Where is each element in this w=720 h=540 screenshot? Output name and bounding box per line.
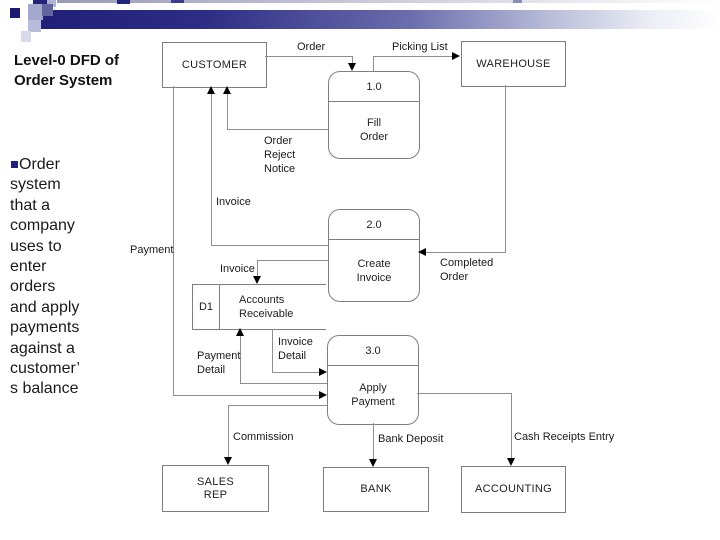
process-create-invoice: 2.0 Create Invoice (328, 209, 420, 302)
arrowhead-up-icon (223, 86, 231, 94)
process-apply-payment: 3.0 Apply Payment (327, 335, 419, 425)
arrowhead-down-icon (224, 457, 232, 465)
flow-line-commission (228, 405, 327, 406)
flow-line-cash-receipts (511, 393, 512, 459)
flow-label-invoice-store: Invoice (220, 263, 255, 275)
flow-line-payment (173, 86, 174, 396)
flow-label-commission: Commission (233, 431, 294, 443)
datastore-id: D1 (193, 285, 220, 329)
arrowhead-left-icon (418, 248, 426, 256)
datastore-name: Accounts Receivable (239, 294, 294, 320)
process-name: Apply Payment (351, 382, 395, 408)
flow-label-order: Order (297, 41, 326, 53)
flow-line-picking-list (373, 56, 374, 71)
entity-customer: CUSTOMER (162, 42, 267, 88)
flow-label-invoice-detail: Invoice Detail (278, 336, 313, 362)
flow-line-order-reject (227, 93, 228, 130)
flow-line-invoice-detail (272, 372, 320, 373)
flow-line-commission (228, 405, 229, 458)
flow-line-invoice-customer (211, 245, 328, 246)
flow-line-completed-order (425, 252, 506, 253)
entity-sales-rep: SALES REP (162, 465, 269, 512)
arrowhead-right-icon (319, 391, 327, 399)
flow-label-payment-detail: Payment Detail (197, 350, 241, 376)
arrowhead-right-icon (319, 368, 327, 376)
flow-line-order (265, 56, 352, 57)
arrowhead-up-icon (207, 86, 215, 94)
flow-line-invoice-customer (211, 93, 212, 246)
process-number: 3.0 (328, 336, 418, 366)
process-name: Fill Order (359, 117, 389, 143)
bullet-text: Order system that a company uses to ente… (10, 156, 80, 398)
slide-title: Level-0 DFD of Order System (14, 52, 120, 89)
flow-line-payment-detail (240, 383, 327, 384)
deco-square (28, 4, 43, 20)
arrowhead-down-icon (253, 276, 261, 284)
arrowhead-down-icon (507, 458, 515, 466)
flow-line-picking-list (373, 56, 453, 57)
deco-square (10, 8, 20, 18)
flow-line-order-reject (227, 129, 328, 130)
header-top-strip (57, 0, 720, 3)
process-number: 1.0 (329, 72, 419, 102)
datastore-accounts-receivable: D1 Accounts Receivable (192, 284, 326, 330)
flow-line-invoice-store (257, 260, 328, 261)
deco-square (42, 4, 53, 16)
deco-square (21, 31, 31, 42)
flow-label-picking-list: Picking List (392, 41, 448, 53)
flow-line-cash-receipts (417, 393, 512, 394)
flow-label-completed-order: Completed Order (440, 257, 494, 283)
process-fill-order: 1.0 Fill Order (328, 71, 420, 159)
header-gradient-bar (33, 10, 720, 29)
arrowhead-right-icon (452, 52, 460, 60)
deco-square (28, 20, 41, 32)
process-number: 2.0 (329, 210, 419, 240)
deco-square (171, 0, 184, 3)
entity-accounting: ACCOUNTING (461, 466, 566, 513)
flow-label-order-reject-notice: Order Reject Notice (264, 135, 296, 175)
flow-line-payment-detail (240, 335, 241, 384)
entity-bank: BANK (323, 467, 429, 512)
bullet-square-icon (11, 161, 18, 168)
flow-line-invoice-detail (272, 329, 273, 373)
entity-warehouse: WAREHOUSE (461, 41, 566, 87)
deco-square (47, 0, 56, 7)
flow-line-bank-deposit (373, 423, 374, 460)
arrowhead-up-icon (236, 328, 244, 336)
arrowhead-down-icon (348, 63, 356, 71)
process-name: Create Invoice (356, 257, 392, 284)
arrowhead-down-icon (369, 459, 377, 467)
flow-label-invoice-customer: Invoice (216, 196, 251, 208)
deco-square (513, 0, 522, 3)
flow-line-invoice-store (257, 260, 258, 277)
deco-square (117, 0, 130, 4)
flow-label-bank-deposit: Bank Deposit (378, 433, 444, 445)
deco-square (33, 0, 47, 6)
flow-line-completed-order (505, 85, 506, 253)
flow-label-cash-receipts-entry: Cash Receipts Entry (514, 431, 615, 443)
flow-label-payment: Payment (130, 244, 174, 256)
flow-line-order (352, 56, 353, 66)
flow-line-payment (173, 395, 320, 396)
